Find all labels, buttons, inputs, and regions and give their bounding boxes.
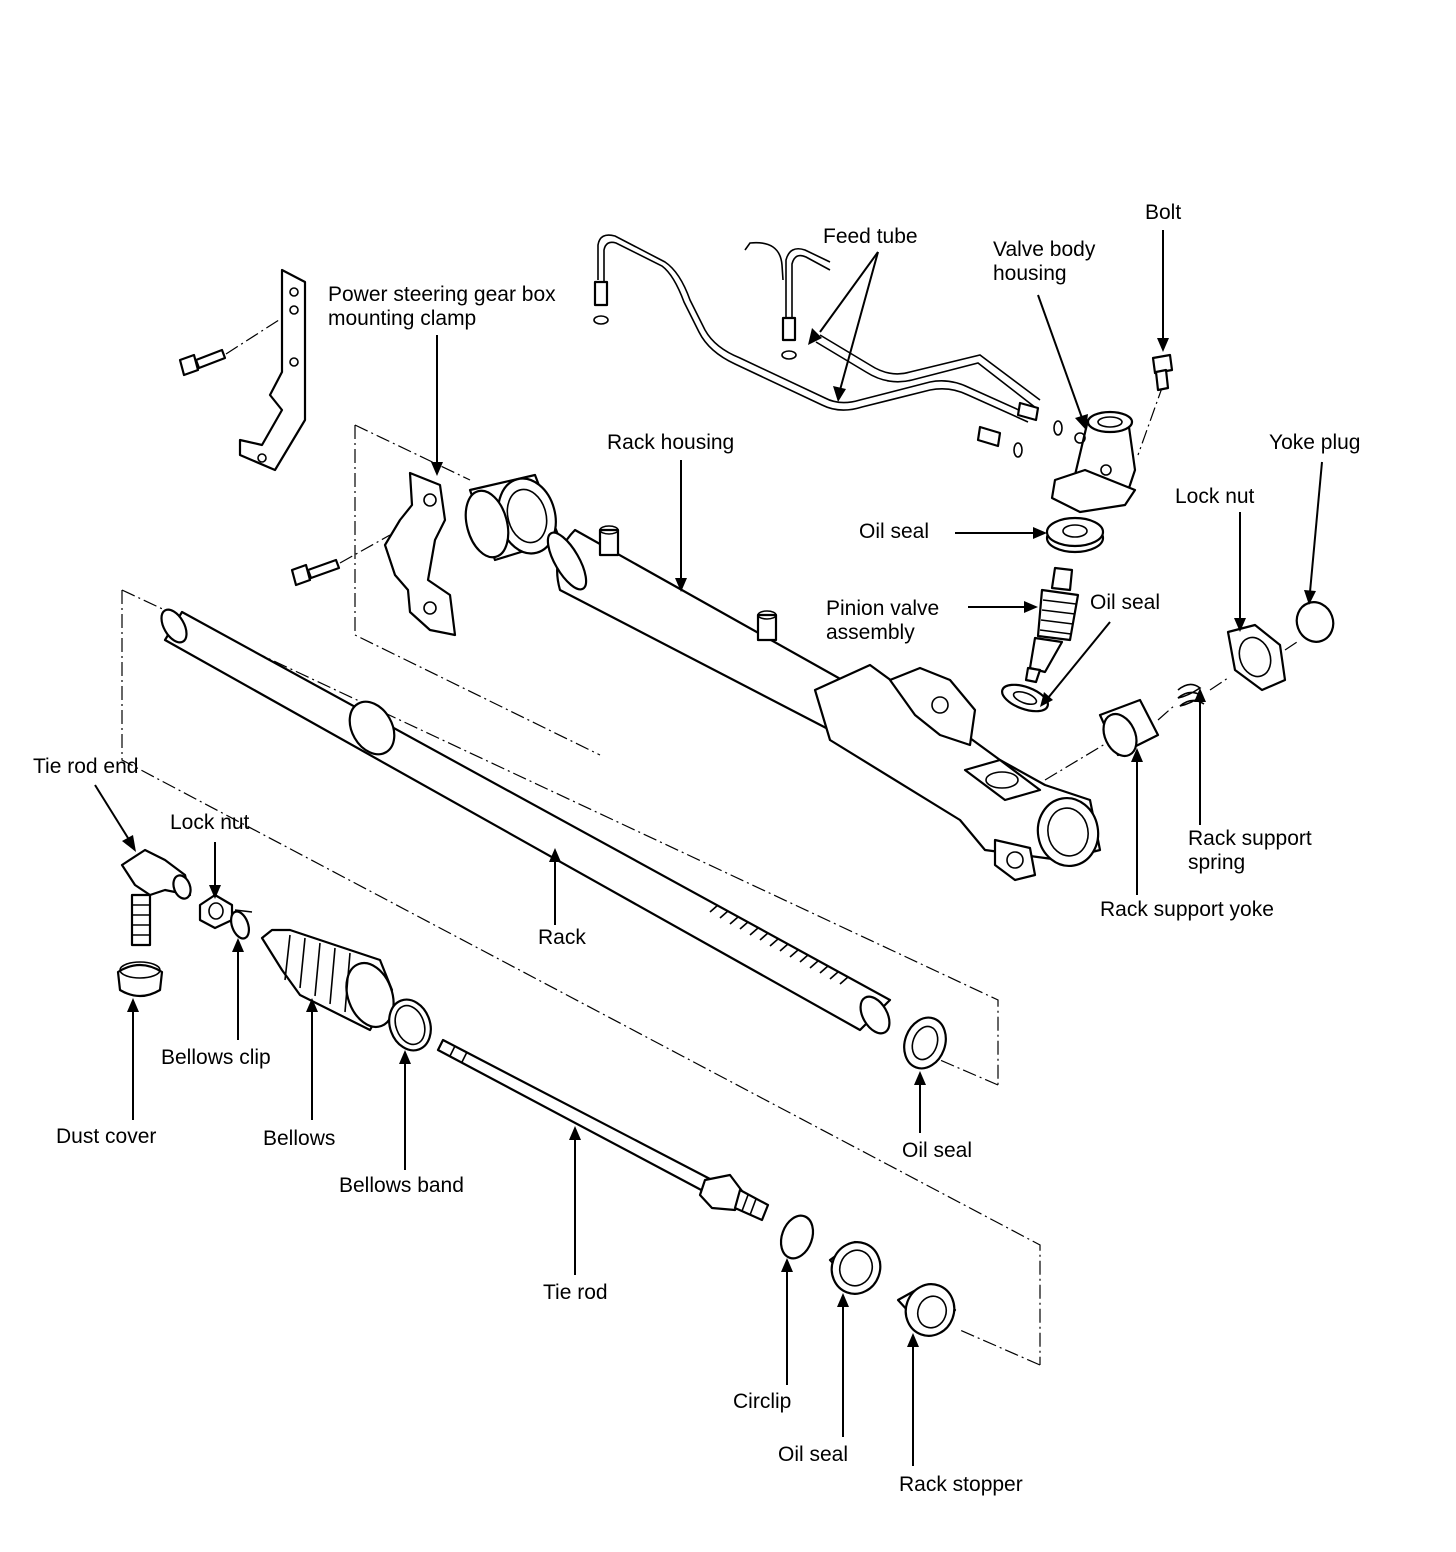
valve-body-housing xyxy=(1050,384,1164,514)
leader-lines xyxy=(94,230,1323,1466)
label-oil-seal-bottom: Oil seal xyxy=(778,1443,849,1466)
rack-support-yoke xyxy=(1098,698,1176,758)
bellows-part xyxy=(260,928,395,1032)
rack-bar xyxy=(160,608,892,1035)
mounting-bracket xyxy=(238,268,307,472)
bracket-bolt xyxy=(178,317,283,377)
label-lock-nut-left: Lock nut xyxy=(170,811,250,834)
label-valve-body-housing-line2: housing xyxy=(993,262,1067,285)
label-bolt: Bolt xyxy=(1145,201,1182,224)
oil-seal-valve xyxy=(1045,516,1105,554)
label-yoke-plug: Yoke plug xyxy=(1269,431,1361,454)
label-bellows-band: Bellows band xyxy=(339,1174,464,1197)
label-tie-rod-end: Tie rod end xyxy=(33,755,139,778)
bellows-clip-part xyxy=(229,909,253,940)
bellows-band-part xyxy=(388,998,432,1052)
feed-tube xyxy=(593,234,1063,458)
lock-nut-left xyxy=(198,893,234,930)
label-rack-housing: Rack housing xyxy=(607,431,735,454)
label-pinion-valve-line1: Pinion valve xyxy=(826,597,940,620)
rack-stopper-part xyxy=(896,1283,957,1337)
label-rack-stopper: Rack stopper xyxy=(899,1473,1023,1496)
oil-seal-bottom-part xyxy=(828,1240,882,1295)
tie-rod-part xyxy=(436,1038,770,1222)
mounting-clamp xyxy=(383,471,457,637)
label-oil-seal-valve: Oil seal xyxy=(859,520,930,543)
label-pinion-valve-line2: assembly xyxy=(826,621,915,644)
label-rack-support-yoke: Rack support yoke xyxy=(1100,898,1274,921)
label-tie-rod: Tie rod xyxy=(543,1281,608,1304)
oil-seal-pinion xyxy=(1001,683,1049,713)
valve-bolt xyxy=(1151,353,1174,392)
label-feed-tube: Feed tube xyxy=(823,225,918,248)
oil-seal-rack xyxy=(903,1016,947,1070)
dust-cover xyxy=(116,961,164,998)
label-oil-seal-rack: Oil seal xyxy=(902,1139,973,1162)
label-mounting-clamp-line1: Power steering gear box xyxy=(328,283,556,306)
yoke-plug xyxy=(1295,601,1335,643)
tie-rod-end xyxy=(120,848,192,947)
rack-support-spring xyxy=(1177,677,1229,707)
label-circlip: Circlip xyxy=(733,1390,792,1413)
label-rack-support-spring-line2: spring xyxy=(1188,851,1246,874)
lock-nut-right xyxy=(1226,623,1301,692)
pinion-valve-assembly xyxy=(1024,566,1080,684)
label-bellows-clip: Bellows clip xyxy=(161,1046,271,1069)
circlip-part xyxy=(779,1214,815,1260)
rack-housing xyxy=(546,525,1121,882)
label-lock-nut-right: Lock nut xyxy=(1175,485,1255,508)
label-valve-body-housing-line1: Valve body xyxy=(993,238,1096,261)
clamp-bolt xyxy=(290,534,391,587)
label-mounting-clamp-line2: mounting clamp xyxy=(328,307,477,330)
label-dust-cover: Dust cover xyxy=(56,1125,157,1148)
label-rack-support-spring-line1: Rack support xyxy=(1188,827,1312,850)
assembly-outline-lower xyxy=(121,589,1041,1366)
label-oil-seal-pinion: Oil seal xyxy=(1090,591,1161,614)
label-rack: Rack xyxy=(538,926,586,949)
assembly-outline-upper xyxy=(354,424,601,756)
label-bellows: Bellows xyxy=(263,1127,336,1150)
